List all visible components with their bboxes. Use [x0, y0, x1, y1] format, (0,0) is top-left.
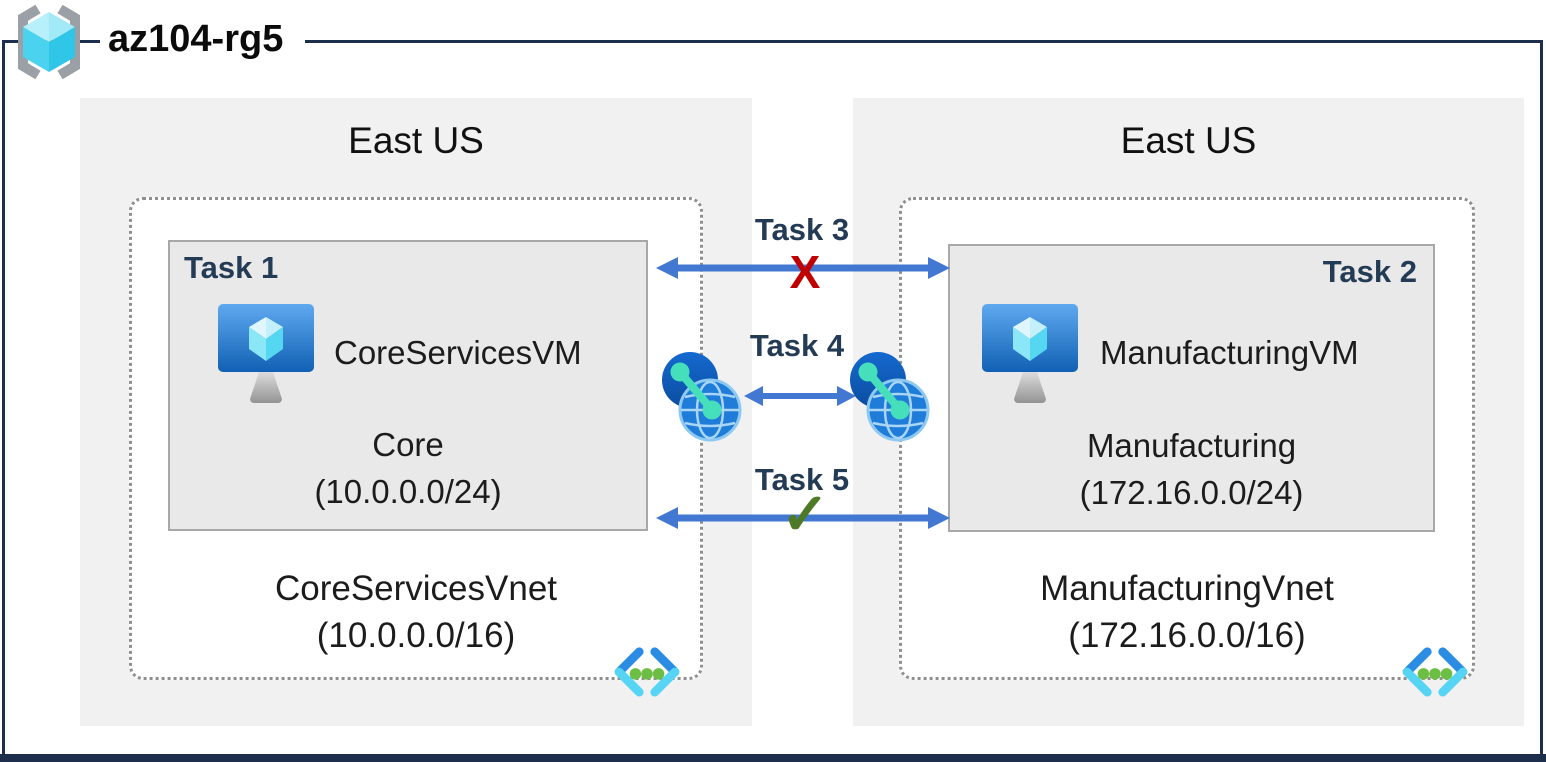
task5-arrow [656, 507, 950, 529]
allowed-check-marker: ✓ [780, 482, 830, 547]
subnet-cidr-manufacturing: (172.16.0.0/24) [1079, 474, 1304, 511]
resource-group-frame [2, 40, 1543, 757]
vnet-peering-icon [662, 352, 742, 442]
vm-name-manufacturing: ManufacturingVM [1100, 334, 1359, 371]
vnet-label-coreservices: CoreServicesVnet (10.0.0.0/16) [129, 565, 703, 659]
bottom-border-bar [0, 754, 1546, 762]
vnet-label-manufacturing: ManufacturingVnet (172.16.0.0/16) [899, 565, 1475, 659]
vnet-cidr-manufacturing: (172.16.0.0/16) [1068, 616, 1306, 655]
resource-group-icon [18, 4, 80, 80]
virtual-machine-icon [218, 304, 314, 403]
subnet-card-core: Task 1 CoreServicesVM Core (10.0.0.0/24) [168, 240, 648, 531]
blocked-x-marker: X [789, 246, 821, 298]
vnet-peering-icon [850, 352, 930, 442]
virtual-machine-icon [982, 304, 1078, 403]
region-name-right: East US [1120, 120, 1257, 161]
vm-name-core: CoreServicesVM [334, 334, 582, 371]
vnet-name-coreservices: CoreServicesVnet [274, 569, 558, 608]
task3-connection-label: Task 3 [754, 212, 850, 247]
subnet-cidr-core: (10.0.0.0/24) [314, 473, 502, 510]
task2-label: Task 2 [1322, 254, 1417, 289]
region-name-left: East US [348, 120, 484, 161]
task4-connection-label: Task 4 [749, 328, 845, 363]
task5-connection-label: Task 5 [754, 462, 850, 497]
vnet-cidr-coreservices: (10.0.0.0/16) [316, 616, 516, 655]
subnet-name-core: Core [372, 426, 444, 463]
subnet-name-manufacturing: Manufacturing [1086, 427, 1297, 464]
task4-arrow [744, 386, 856, 406]
vnet-name-manufacturing: ManufacturingVnet [1040, 569, 1334, 608]
virtual-network-icon [614, 647, 680, 697]
virtual-network-icon [1402, 647, 1468, 697]
resource-group-title: az104-rg5 [100, 14, 306, 64]
subnet-card-manufacturing: Task 2 ManufacturingVM Manufacturing (17… [948, 244, 1435, 532]
task3-arrow [656, 257, 950, 279]
task1-label: Task 1 [184, 250, 279, 285]
